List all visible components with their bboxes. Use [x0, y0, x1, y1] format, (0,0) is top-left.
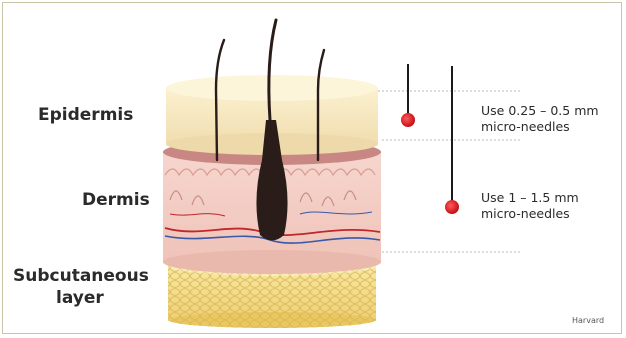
subcutaneous-label-line2: layer — [56, 288, 104, 309]
short-needle — [401, 64, 415, 127]
subcutaneous-label-line1: Subcutaneous — [13, 266, 149, 287]
short-needle-note-line2: micro-needles — [481, 119, 570, 135]
epidermis-label: Epidermis — [38, 105, 133, 126]
source-credit: Harvard — [572, 316, 604, 325]
short-needle-note-line1: Use 0.25 – 0.5 mm — [481, 103, 599, 119]
dermis-label: Dermis — [82, 190, 150, 211]
long-needle-note-line2: micro-needles — [481, 206, 570, 222]
long-needle-note-line1: Use 1 – 1.5 mm — [481, 190, 579, 206]
